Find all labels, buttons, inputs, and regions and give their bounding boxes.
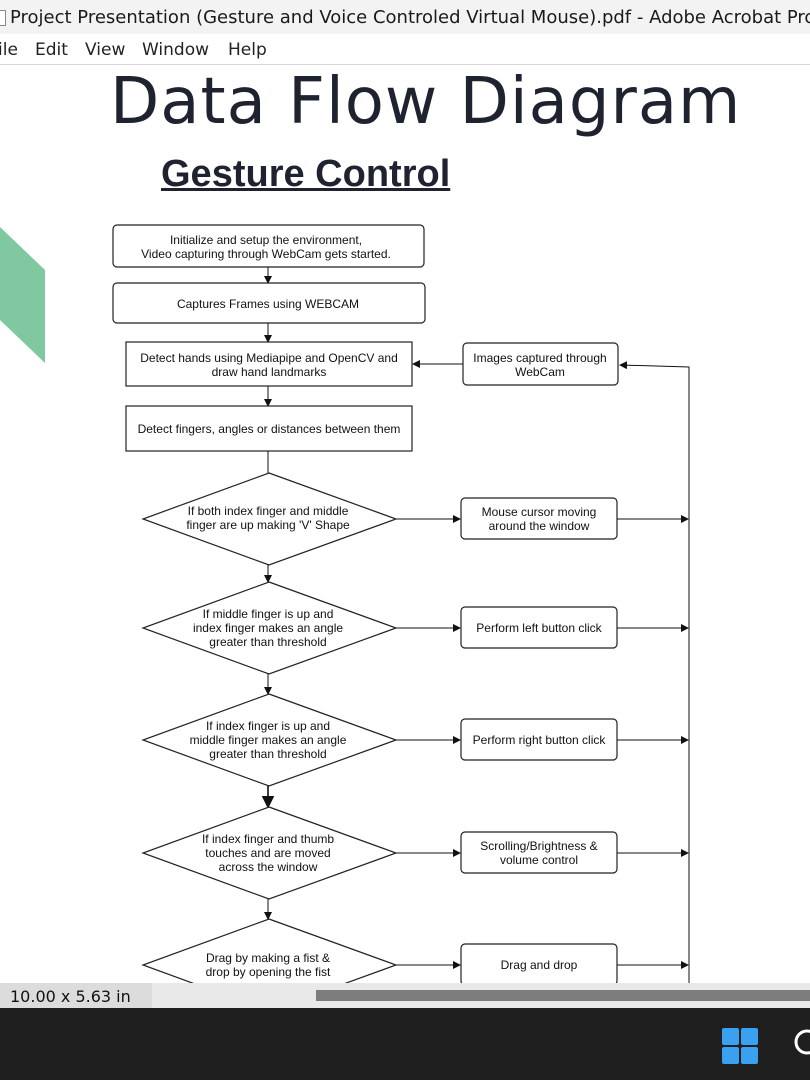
title-bar: Project Presentation (Gesture and Voice … <box>0 0 810 34</box>
step-init: Initialize and setup the environment, Vi… <box>112 224 425 268</box>
step-init-line-2: Video capturing through WebCam gets star… <box>141 247 391 261</box>
search-icon[interactable] <box>792 1028 810 1058</box>
decision-4-line-1: If index finger and thumb <box>202 832 334 846</box>
document-view[interactable]: Data Flow Diagram Gesture Control Initia… <box>0 65 810 983</box>
decision-1-line-2: finger are up making 'V' Shape <box>186 518 350 532</box>
decision-left-click: If middle finger is up and index finger … <box>141 581 398 675</box>
page-size-text: 10.00 x 5.63 in <box>10 987 131 1006</box>
decision-3-line-1: If index finger is up and <box>206 719 330 733</box>
window-title: Project Presentation (Gesture and Voice … <box>10 7 810 28</box>
slide-accent-shape <box>0 227 45 363</box>
action-right-click: Perform right button click <box>460 718 618 761</box>
step-detect-hands: Detect hands using Mediapipe and OpenCV … <box>125 341 413 387</box>
menu-help[interactable]: Help <box>228 40 267 60</box>
pdf-document-icon <box>0 10 6 26</box>
step-capture: Captures Frames using WEBCAM <box>112 282 426 324</box>
step-images-captured-line-2: WebCam <box>515 365 565 379</box>
action-mouse-move: Mouse cursor moving around the window <box>460 497 618 540</box>
taskbar <box>0 1008 810 1080</box>
step-detect-fingers: Detect fingers, angles or distances betw… <box>125 405 413 452</box>
menu-bar: ile Edit View Window Help <box>0 34 810 65</box>
action-1-line-1: Mouse cursor moving <box>482 505 597 519</box>
step-detect-hands-line-1: Detect hands using Mediapipe and OpenCV … <box>140 351 398 365</box>
menu-file[interactable]: ile <box>0 40 18 60</box>
action-5-line-1: Drag and drop <box>501 958 578 972</box>
action-3-line-1: Perform right button click <box>473 733 607 747</box>
decision-5-line-1: Drag by making a fist & <box>206 951 330 965</box>
accent-chevron <box>0 227 45 363</box>
horizontal-scrollbar[interactable] <box>316 990 810 1001</box>
action-4-line-1: Scrolling/Brightness & <box>480 839 597 853</box>
decision-3-line-3: greater than threshold <box>209 747 326 761</box>
decision-right-click: If index finger is up and middle finger … <box>141 693 398 787</box>
decision-v-shape: If both index finger and middle finger a… <box>141 472 398 566</box>
menu-view[interactable]: View <box>85 40 126 60</box>
action-2-line-1: Perform left button click <box>476 621 602 635</box>
action-1-line-2: around the window <box>489 519 590 533</box>
decision-5-line-2: drop by opening the fist <box>206 965 331 979</box>
step-detect-hands-line-2: draw hand landmarks <box>212 365 327 379</box>
data-flow-diagram: Initialize and setup the environment, Vi… <box>112 224 690 983</box>
windows-start-icon[interactable] <box>722 1028 758 1064</box>
step-detect-fingers-line-1: Detect fingers, angles or distances betw… <box>138 422 401 436</box>
decision-4-line-3: across the window <box>219 860 318 874</box>
decision-3-line-2: middle finger makes an angle <box>190 733 347 747</box>
action-4-line-2: volume control <box>500 853 578 867</box>
step-init-line-1: Initialize and setup the environment, <box>170 233 362 247</box>
page-size-indicator[interactable]: 10.00 x 5.63 in <box>0 983 152 1008</box>
decision-2-line-2: index finger makes an angle <box>193 621 343 635</box>
step-images-captured: Images captured through WebCam <box>462 342 619 386</box>
menu-window[interactable]: Window <box>142 40 210 60</box>
step-images-captured-line-1: Images captured through <box>473 351 606 365</box>
step-capture-line-1: Captures Frames using WEBCAM <box>177 297 359 311</box>
status-bar: 10.00 x 5.63 in <box>0 983 810 1008</box>
slide-subheading: Gesture Control <box>161 153 451 195</box>
decision-2-line-1: If middle finger is up and <box>203 607 334 621</box>
decision-1-line-1: If both index finger and middle <box>188 504 349 518</box>
action-scroll: Scrolling/Brightness & volume control <box>460 831 618 874</box>
menu-edit[interactable]: Edit <box>35 40 68 60</box>
slide-heading: Data Flow Diagram <box>110 65 742 139</box>
decision-4-line-2: touches and are moved <box>205 846 330 860</box>
decision-drag-drop: Drag by making a fist & drop by opening … <box>141 918 398 983</box>
action-drag-drop: Drag and drop <box>460 943 618 983</box>
action-left-click: Perform left button click <box>460 606 618 649</box>
decision-2-line-3: greater than threshold <box>209 635 326 649</box>
decision-scroll: If index finger and thumb touches and ar… <box>141 806 398 900</box>
